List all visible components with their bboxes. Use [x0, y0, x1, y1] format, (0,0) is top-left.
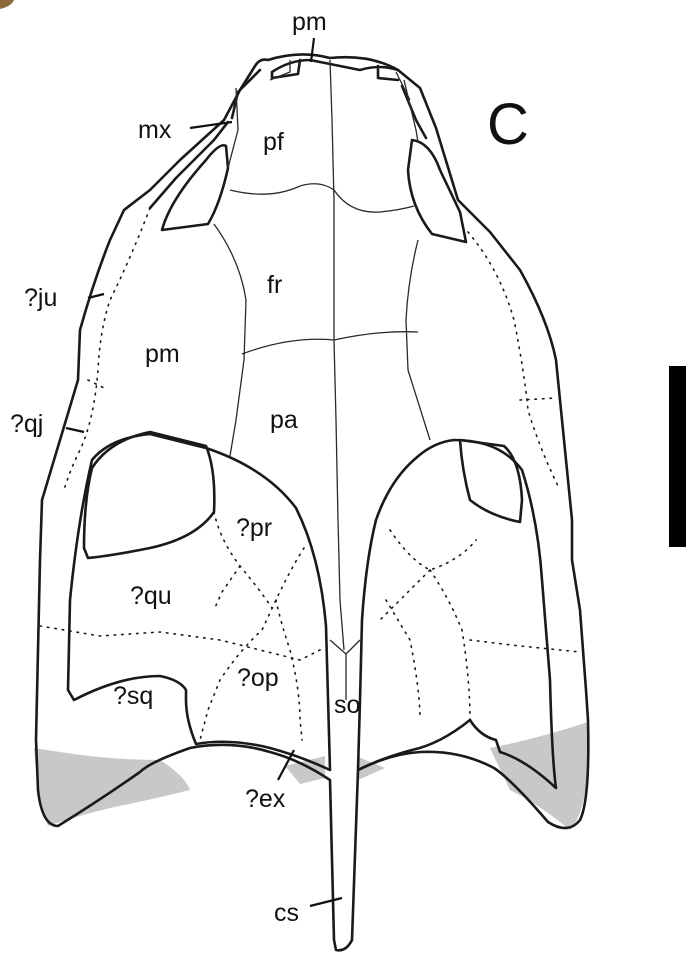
leader-qj	[66, 428, 84, 432]
panel-letter: C	[487, 92, 529, 157]
leader-pm-top	[311, 38, 314, 62]
label-pm-mid: pm	[145, 340, 180, 368]
label-pr: ?pr	[236, 514, 272, 542]
label-so: so	[334, 691, 360, 719]
skull-outline	[36, 54, 588, 950]
label-ex: ?ex	[245, 785, 286, 813]
label-sq: ?sq	[113, 682, 153, 710]
label-pm-top: pm	[292, 8, 327, 36]
right-inner-box	[460, 440, 522, 522]
label-qj: ?qj	[10, 410, 43, 438]
label-cs: cs	[274, 899, 299, 927]
dotted-right-short	[520, 398, 556, 400]
label-pa: pa	[270, 406, 298, 434]
suture-pf-fr	[230, 184, 414, 212]
left-inner-box	[84, 432, 214, 558]
suture-left-lateral	[228, 88, 238, 168]
dotted-left-cross	[40, 626, 320, 660]
suture-right-fr	[396, 72, 430, 440]
suture-midline	[330, 60, 344, 650]
suture-fr-pa	[242, 332, 418, 354]
label-ju: ?ju	[24, 284, 57, 312]
dotted-left-mid	[200, 512, 304, 740]
suture-right-pf	[404, 80, 418, 142]
right-orbit	[408, 140, 466, 242]
label-op: ?op	[237, 664, 279, 692]
dotted-ex	[276, 600, 302, 740]
left-fenestra	[68, 434, 330, 770]
label-mx: mx	[138, 116, 172, 144]
leader-cs	[310, 898, 342, 906]
suture-left-fr	[214, 224, 246, 456]
dotted-right-ju	[468, 232, 560, 490]
dotted-right-cross	[470, 640, 580, 652]
dotted-right-mid	[380, 530, 476, 720]
shade-left	[34, 748, 190, 826]
label-pf: pf	[263, 128, 284, 156]
corner-fragment	[0, 0, 14, 9]
scale-bar	[669, 366, 686, 547]
label-fr: fr	[267, 271, 282, 299]
right-fenestra	[358, 440, 556, 788]
label-qu: ?qu	[130, 582, 172, 610]
